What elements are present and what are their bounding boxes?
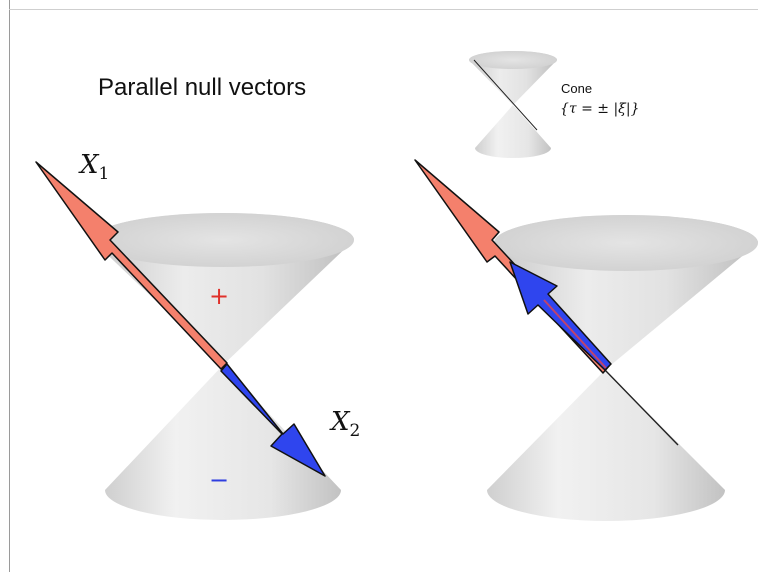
right-cone-null-ray xyxy=(604,369,679,446)
right-cone xyxy=(487,215,758,521)
label-x1-base: X xyxy=(80,150,99,180)
minus-sign: − xyxy=(209,466,230,494)
legend-cone xyxy=(469,51,557,158)
legend-cone-name: Cone xyxy=(561,81,593,96)
frame-border-top xyxy=(9,9,758,10)
left-cone-top-cap xyxy=(92,213,354,267)
label-x1-subscript: 1 xyxy=(98,164,110,184)
legend-cone-top-cap xyxy=(469,51,557,69)
left-cone xyxy=(92,213,354,520)
plus-sign: + xyxy=(209,282,230,310)
label-x2: X2 xyxy=(331,407,360,441)
label-x2-base: X xyxy=(331,407,350,437)
right-arrow-x2 xyxy=(509,261,612,371)
legend-cone-null-ray xyxy=(473,59,538,131)
frame-border-left xyxy=(9,0,10,572)
right-arrow-x2-shaft-head xyxy=(509,261,612,371)
left-cone-lower-nappe xyxy=(105,365,341,520)
arrow-x2-shaft-head xyxy=(220,363,326,477)
slide-title: Parallel null vectors xyxy=(98,74,307,101)
left-arrow-x1 xyxy=(35,161,228,370)
label-x1: X1 xyxy=(80,150,109,184)
left-arrow-x2 xyxy=(220,363,326,477)
legend-cone-lower-nappe xyxy=(475,105,551,158)
right-arrow-overlap-stripe xyxy=(543,299,607,369)
label-x2-subscript: 2 xyxy=(349,421,361,441)
right-cone-top-cap xyxy=(494,215,758,271)
arrow-x1-shaft-head xyxy=(35,161,228,370)
legend-cone-equation: {τ = ± |ξ|} xyxy=(560,101,640,117)
right-cone-lower-nappe xyxy=(487,370,725,521)
